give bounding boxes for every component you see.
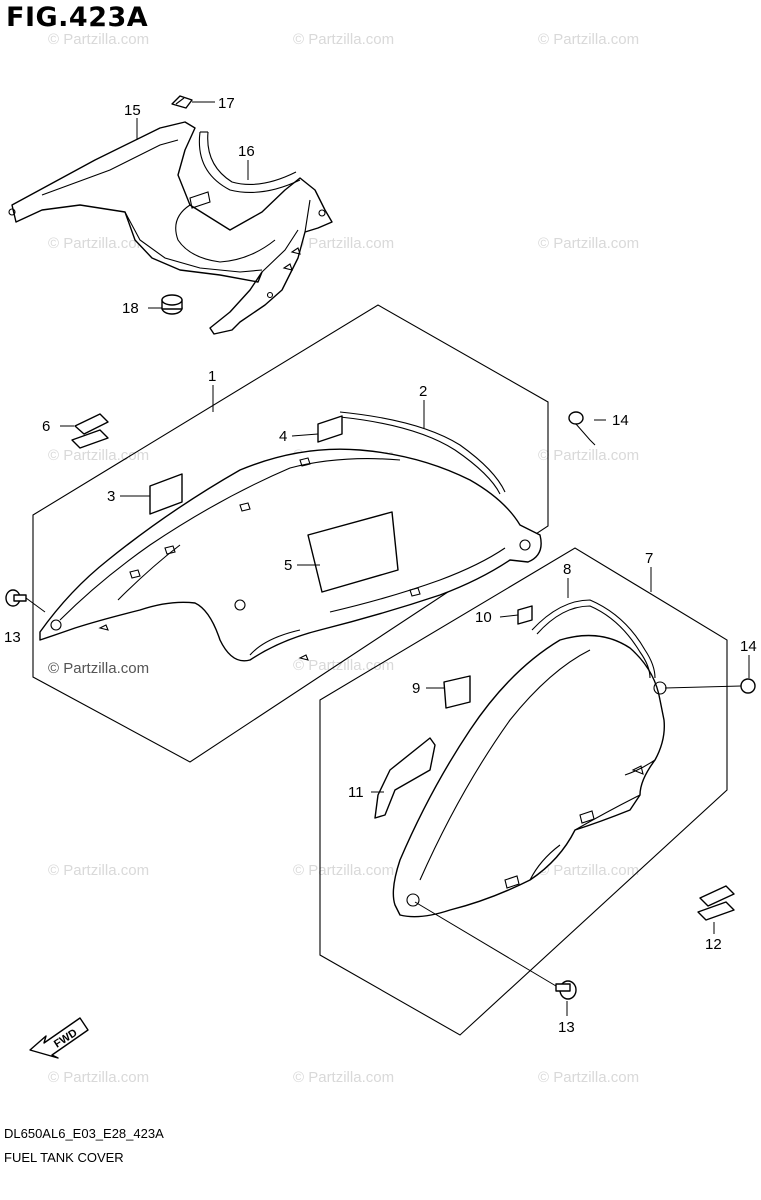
callout-17: 17 [218,95,235,112]
watermark: © Partzilla.com [293,31,394,48]
group-box-part-7 [319,547,728,1036]
pad-part-5 [307,511,399,593]
callout-numbers: 15 17 16 18 1 2 6 4 14 3 5 7 8 10 13 14 … [4,95,757,1036]
strip-part-2 [339,411,506,495]
watermark: © Partzilla.com [293,235,394,252]
watermark: © Partzilla.com [48,31,149,48]
strip-part-8 [531,599,656,679]
callout-2: 2 [419,383,427,400]
callout-6: 6 [42,418,50,435]
watermark: © Partzilla.com [293,862,394,879]
watermark: © Partzilla.com [48,1069,149,1086]
upper-cover-part-15 [8,121,333,335]
callout-4: 4 [279,428,287,445]
callout-14a: 14 [612,412,629,429]
watermark: © Partzilla.com [48,235,149,252]
diagram-name: FUEL TANK COVER [4,1150,124,1165]
nut-part-14-upper [568,411,596,446]
pad-part-11 [374,737,436,819]
pad-part-3 [149,473,183,515]
watermark: © Partzilla.com [538,31,639,48]
callout-1: 1 [208,368,216,385]
diagram-code: DL650AL6_E03_E28_423A [4,1126,164,1141]
left-tank-cover-part-1 [39,448,542,662]
pad-part-10 [517,605,533,625]
callout-leaders [60,101,750,1016]
callout-3: 3 [107,488,115,505]
watermarks: © Partzilla.com © Partzilla.com © Partzi… [48,31,639,1086]
callout-18: 18 [122,300,139,317]
clip-part-17 [171,95,193,109]
watermark: © Partzilla.com [538,235,639,252]
watermark: © Partzilla.com [293,1069,394,1086]
callout-5: 5 [284,557,292,574]
callout-12: 12 [705,936,722,953]
right-tank-cover-part-7 [392,634,667,918]
callout-14b: 14 [740,638,757,655]
bolt-part-13-left [5,589,46,613]
watermark-dark: © Partzilla.com [48,660,149,677]
callout-10: 10 [475,609,492,626]
watermark: © Partzilla.com [538,447,639,464]
nut-part-14-right [664,678,756,694]
watermark: © Partzilla.com [48,447,149,464]
pad-part-4 [317,415,343,443]
grommet-part-18 [161,294,183,315]
watermark: © Partzilla.com [538,862,639,879]
watermark: © Partzilla.com [538,1069,639,1086]
callout-11: 11 [348,784,364,801]
bolt-part-13-bottom [414,901,577,1000]
emblem-part-6 [71,413,109,449]
callout-13a: 13 [4,629,21,646]
emblem-part-12 [697,885,735,921]
figure-title: FIG.423A [6,2,149,33]
callout-7: 7 [645,550,653,567]
fwd-arrow: FWD [29,1017,89,1059]
watermark: © Partzilla.com [293,657,394,674]
callout-15: 15 [124,102,141,119]
pad-part-9 [443,675,471,709]
callout-8: 8 [563,561,571,578]
watermark: © Partzilla.com [48,862,149,879]
trim-part-16 [198,131,301,193]
group-box-part-1 [32,304,549,763]
callout-13b: 13 [558,1019,575,1036]
callout-9: 9 [412,680,420,697]
callout-16: 16 [238,143,255,160]
